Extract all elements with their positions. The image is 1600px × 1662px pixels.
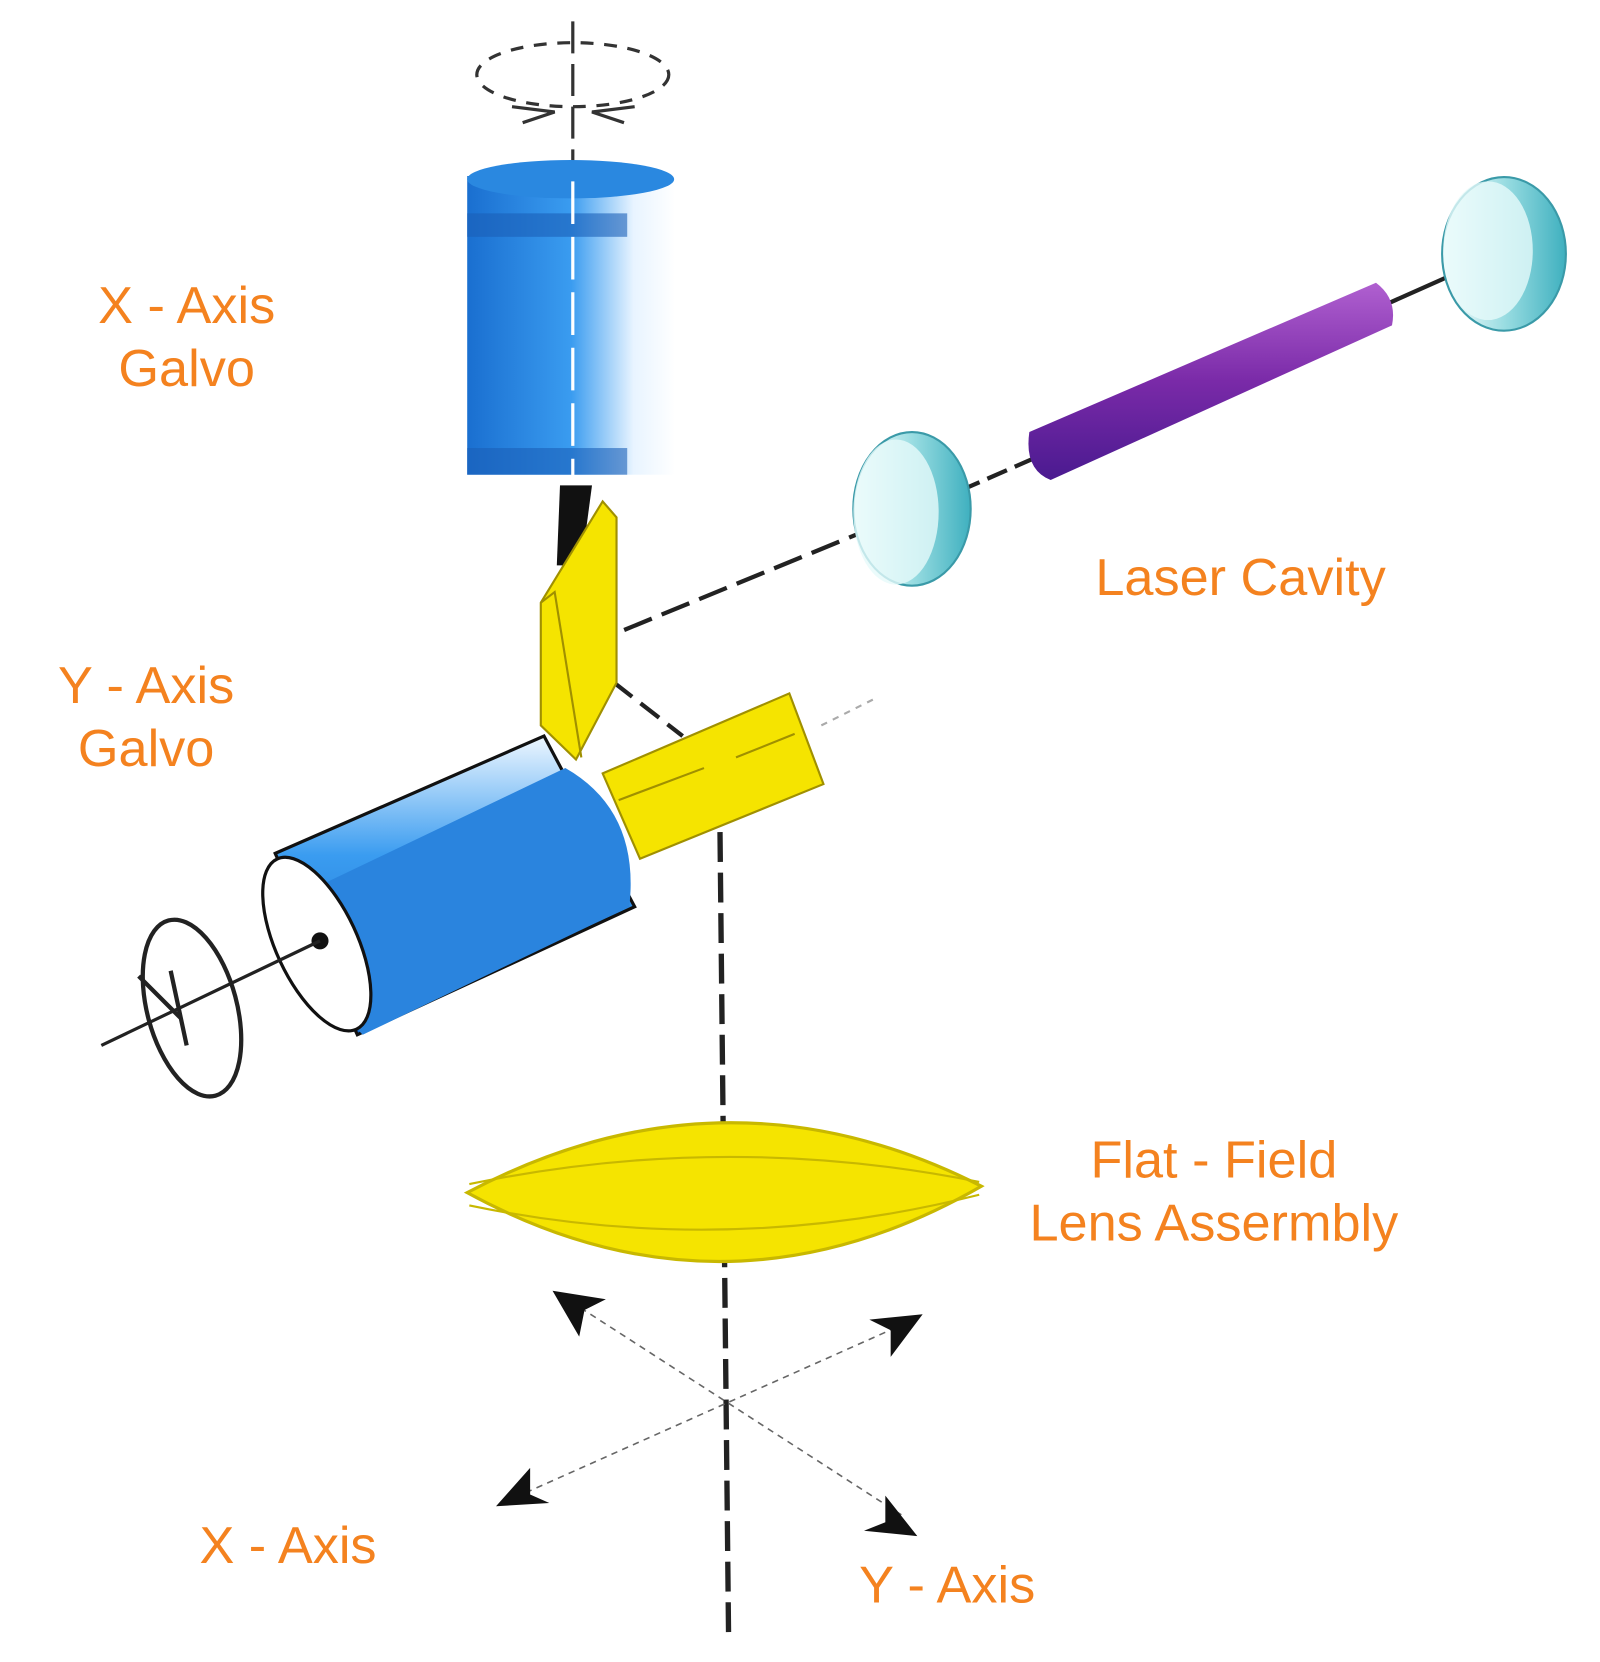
x-galvo-mirror — [539, 499, 618, 762]
laser-cavity — [852, 176, 1567, 587]
x-galvo-rotation-icon — [475, 21, 671, 171]
lens-label-line2: Lens Assermbly — [1029, 1195, 1399, 1253]
rear-mirror-optic — [1441, 176, 1567, 332]
x-galvo-label-line1: X - Axis — [98, 277, 275, 335]
flat-field-lens — [463, 1121, 985, 1264]
arrowheads — [496, 1290, 923, 1537]
laser-cavity-label: Laser Cavity — [1095, 549, 1386, 607]
y-axis-label: Y - Axis — [859, 1556, 1035, 1614]
x-axis-galvo — [467, 160, 676, 566]
y-axis-galvo — [100, 733, 637, 1099]
y-galvo-rotation-icon — [137, 917, 244, 1099]
y-galvo-label-line1: Y - Axis — [58, 657, 234, 715]
output-coupler-optic — [852, 430, 972, 587]
lens-label-line1: Flat - Field — [1090, 1132, 1337, 1190]
x-axis-label: X - Axis — [199, 1517, 376, 1575]
scan-axes-arrows — [511, 1300, 907, 1516]
y-galvo-label-line2: Galvo — [78, 720, 214, 778]
x-galvo-label-line2: Galvo — [118, 340, 254, 398]
y-galvo-mirror — [601, 691, 825, 861]
